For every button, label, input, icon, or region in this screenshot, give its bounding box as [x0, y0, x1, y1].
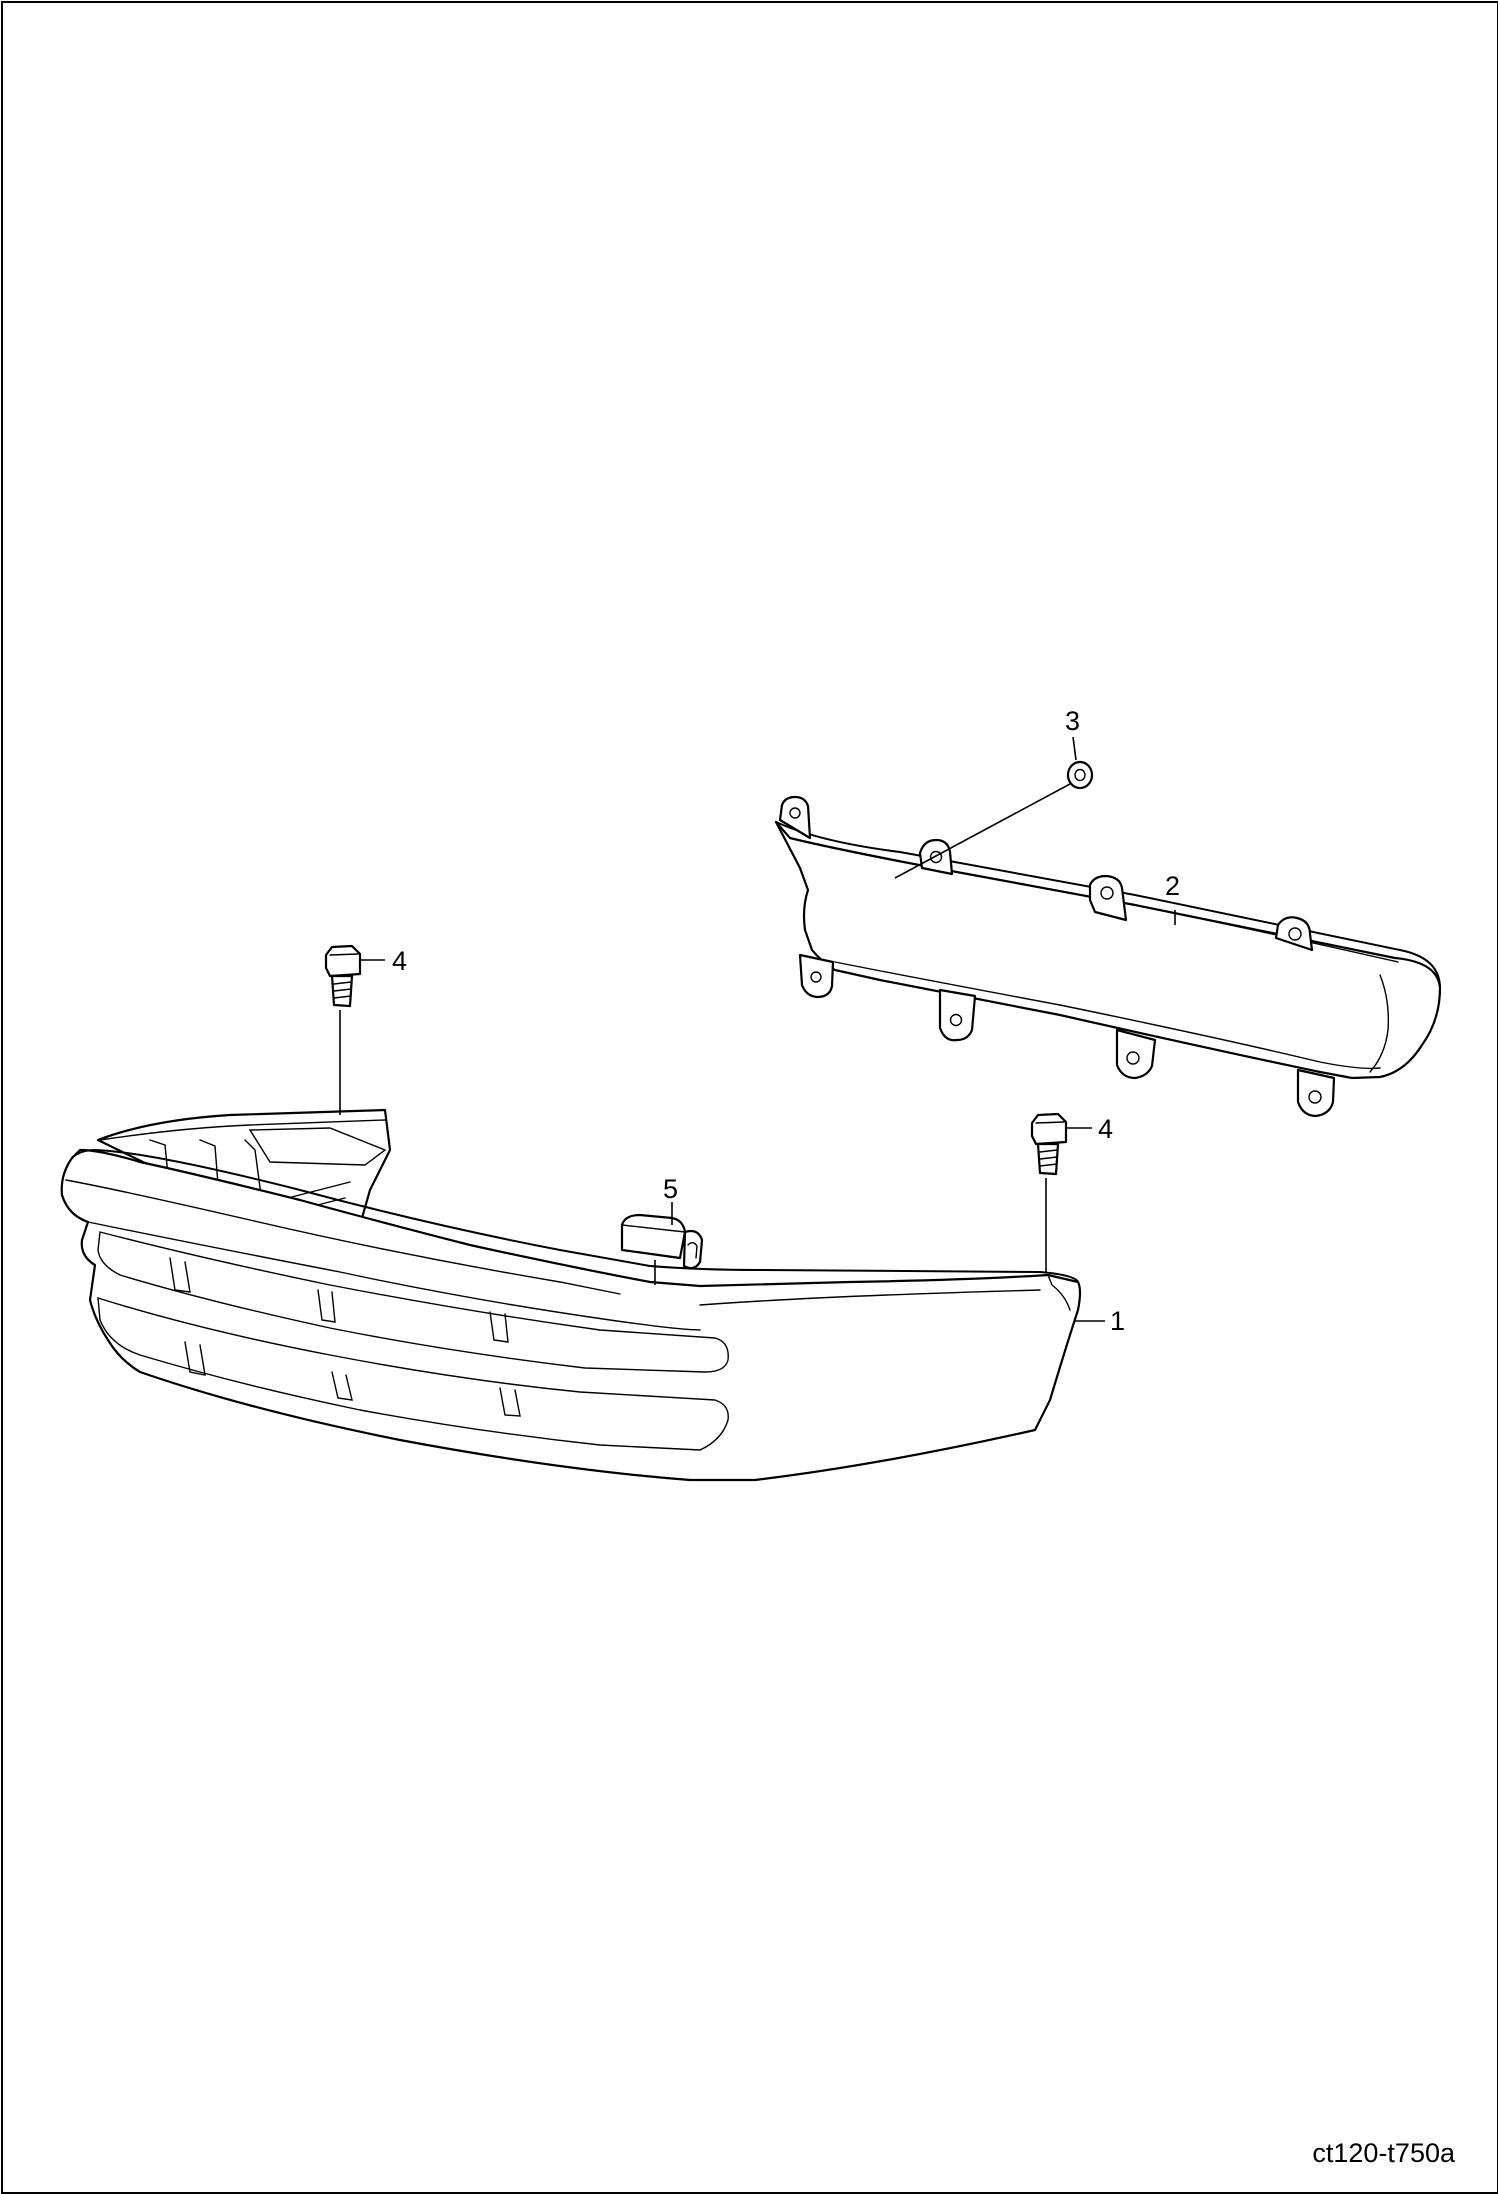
part-1-grille-bars [169, 1257, 521, 1417]
part-2-lower-tabs [798, 953, 1336, 1118]
callout-4b: 4 [1098, 1114, 1113, 1144]
figure-id: ct120-t750a [1312, 2138, 1456, 2168]
callout-5: 5 [663, 1174, 678, 1204]
part-4-bolt-left[interactable] [324, 944, 362, 1008]
leader-3 [894, 783, 1071, 879]
part-5-clip[interactable] [620, 1213, 704, 1270]
callout-1: 1 [1110, 1306, 1125, 1336]
part-3-nut[interactable] [1066, 760, 1094, 790]
callout-3: 3 [1065, 706, 1080, 736]
callout-4a: 4 [392, 946, 407, 976]
leader-3-label [1072, 736, 1077, 761]
part-2-upper-tabs [778, 795, 1314, 952]
part-1-bumper-grille[interactable] [60, 1108, 1082, 1482]
callout-2: 2 [1165, 871, 1180, 901]
part-4-bolt-right[interactable] [1030, 1112, 1068, 1176]
part-2-trim-panel[interactable] [774, 795, 1442, 1118]
